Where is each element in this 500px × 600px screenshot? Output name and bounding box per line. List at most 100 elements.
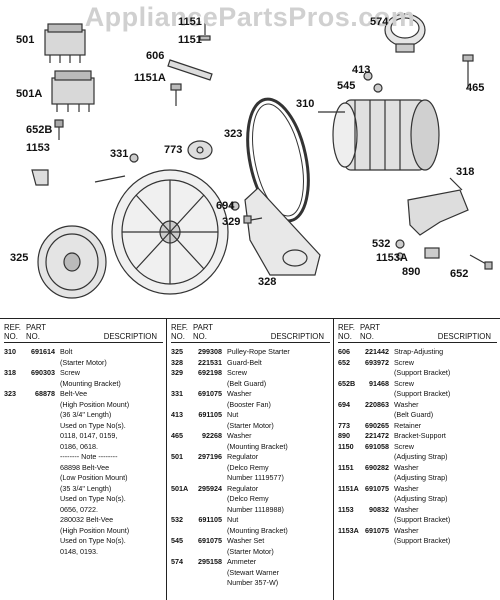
- part-description: Washer (Adjusting Strap): [394, 462, 448, 483]
- callout-545: 545: [337, 80, 356, 92]
- ref-number: 465: [171, 431, 183, 440]
- part-number: 295924: [198, 483, 222, 493]
- ammeter-drawing: [384, 13, 426, 53]
- header-description: DESCRIPTION: [437, 332, 491, 341]
- ref-number: 329: [171, 368, 183, 377]
- callout-310: 310: [296, 98, 315, 110]
- part-number: 690303: [31, 368, 55, 377]
- callout-1151a: 1151A: [134, 72, 166, 84]
- part-number: 691075: [198, 536, 222, 545]
- header-part: PART NO.: [360, 323, 381, 341]
- part-number: 92268: [202, 431, 222, 440]
- part-description: Washer (Support Bracket): [394, 504, 451, 525]
- callout-328: 328: [258, 276, 277, 288]
- ref-number: 1151: [338, 462, 354, 472]
- callout-1150: 1151: [178, 16, 202, 28]
- part-number: 221472: [365, 431, 389, 440]
- watermark: AppliancePartsPros.com: [84, 2, 416, 32]
- part-description: Washer Set (Starter Motor): [227, 536, 274, 556]
- callout-1153a: 1153A: [376, 252, 408, 264]
- ref-number: 413: [171, 410, 183, 419]
- part-number: 691105: [198, 515, 222, 524]
- part-number: 693972: [365, 357, 389, 367]
- callout-329: 329: [222, 216, 241, 228]
- part-number: 691075: [365, 525, 389, 535]
- header-part: PART NO.: [26, 323, 47, 341]
- fan-wheel-drawing: [111, 169, 229, 295]
- header-ref: REF. NO.: [171, 323, 188, 341]
- part-number: 691105: [198, 410, 222, 419]
- parts-column-2: REF. NO. PART NO. DESCRIPTION 325 299308 P…: [167, 319, 334, 600]
- table-row: 501A 295924 Regulator (Delco Remy Number 1…: [171, 484, 330, 516]
- parts-drawing: [31, 13, 493, 299]
- ref-number: 1153: [338, 504, 354, 514]
- part-description: Washer (Belt Guard): [394, 399, 434, 420]
- ref-number: 1153A: [338, 525, 359, 535]
- callout-465: 465: [466, 82, 485, 94]
- table-row: 1150 691058 Screw (Adjusting Strap): [338, 442, 497, 463]
- header-ref: REF. NO.: [338, 323, 355, 341]
- part-description: Screw (Support Bracket): [394, 357, 451, 378]
- ref-number: 890: [338, 431, 350, 440]
- part-number: 691058: [365, 441, 389, 451]
- ref-number: 318: [4, 368, 16, 377]
- callout-1153: 1153: [26, 142, 50, 154]
- header-description: DESCRIPTION: [270, 332, 324, 341]
- part-description: Belt-Vee (High Position Mount) (36 3/4" …: [60, 389, 130, 556]
- callout-318: 318: [456, 166, 475, 178]
- part-description: Washer (Adjusting Strap): [394, 483, 448, 504]
- part-number: 68878: [35, 389, 55, 398]
- part-description: Retainer: [394, 420, 422, 430]
- callout-325: 325: [10, 252, 29, 264]
- part-description: Screw (Support Bracket): [394, 378, 451, 399]
- exploded-parts-diagram: AppliancePartsPros.com 501 501A 652B 115…: [10, 2, 493, 299]
- callout-331: 331: [110, 148, 129, 160]
- section-divider: [0, 318, 500, 319]
- callout-532: 532: [372, 238, 391, 250]
- ref-number: 606: [338, 347, 350, 356]
- ref-number: 310: [4, 347, 16, 356]
- part-description: Washer (Booster Fan): [227, 389, 271, 409]
- header-part: PART NO.: [193, 323, 214, 341]
- callout-574: 574: [370, 16, 389, 28]
- ref-number: 532: [171, 515, 183, 524]
- ref-number: 328: [171, 357, 183, 367]
- table-row: 329 692198 Screw (Belt Guard): [171, 368, 330, 389]
- part-number: 690265: [365, 420, 389, 430]
- ref-number: 694: [338, 399, 350, 409]
- part-description: Regulator (Delco Remy Number 1118988): [227, 483, 284, 514]
- part-description: Screw (Adjusting Strap): [394, 441, 448, 462]
- part-number: 220863: [365, 399, 389, 409]
- callout-501a: 501A: [16, 88, 43, 100]
- table-header: REF. NO. PART NO. DESCRIPTION: [171, 319, 330, 343]
- ref-number: 325: [171, 347, 183, 356]
- part-number: 221442: [365, 347, 389, 356]
- callout-413: 413: [352, 64, 371, 76]
- part-description: Screw (Belt Guard): [227, 368, 267, 388]
- ref-number: 501A: [171, 483, 189, 493]
- ref-number: 1150: [338, 441, 354, 451]
- part-description: Nut (Starter Motor): [227, 410, 274, 430]
- part-description: Guard-Belt: [227, 357, 262, 367]
- ref-number: 501: [171, 452, 183, 461]
- regulator-501a-drawing: [51, 70, 95, 112]
- part-number: 692198: [198, 368, 222, 377]
- part-number: 299308: [198, 347, 222, 356]
- part-number: 91468: [369, 378, 389, 388]
